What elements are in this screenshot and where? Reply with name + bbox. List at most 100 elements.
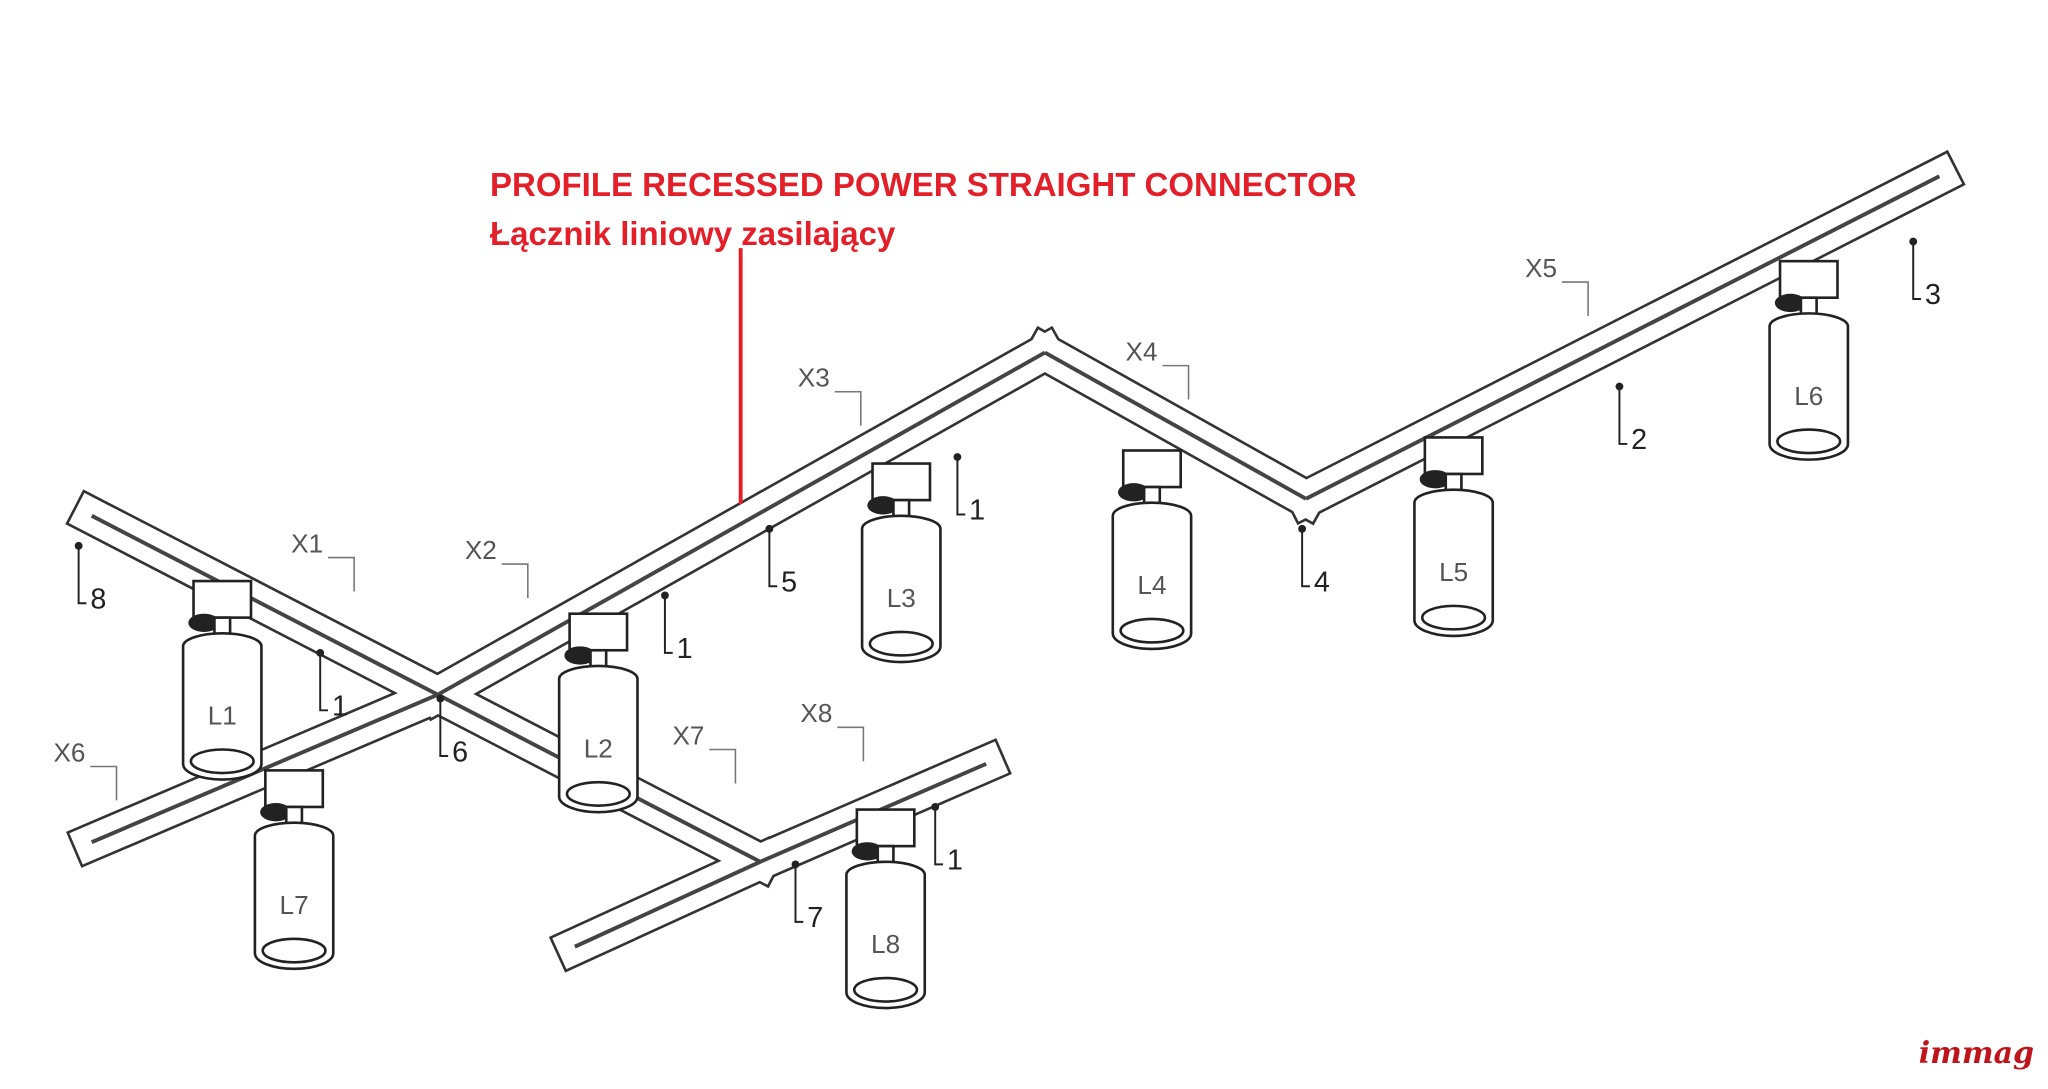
- track-adapter: [264, 769, 325, 809]
- lamp-l7: L7: [253, 769, 335, 971]
- lamp-l4: L4: [1111, 449, 1193, 651]
- adapter-knob: [1118, 483, 1150, 502]
- rail-slot: [574, 860, 762, 949]
- label-leader: [90, 765, 118, 801]
- callout-number: 7: [807, 902, 823, 934]
- callout-leader: [956, 457, 966, 516]
- callout-number: 1: [332, 691, 348, 723]
- callout-leader: [1301, 528, 1310, 588]
- rail-slot: [436, 350, 1046, 697]
- callout-number: 1: [969, 495, 985, 527]
- connector-title: PROFILE RECESSED POWER STRAIGHT CONNECTO…: [490, 160, 1357, 258]
- label-leader: [1561, 281, 1589, 316]
- track-adapter: [1778, 259, 1839, 300]
- label-leader: [837, 726, 865, 762]
- callout-number: 3: [1925, 279, 1941, 311]
- lamp-body: [1111, 501, 1193, 651]
- callout-number: 1: [677, 633, 693, 665]
- callout-leader: [77, 545, 87, 605]
- callout-leader: [1618, 386, 1628, 445]
- track-adapter: [1121, 449, 1182, 489]
- label-leader: [834, 390, 862, 426]
- lamp-l6: L6: [1768, 259, 1850, 461]
- segment-label-x3: X3: [798, 363, 830, 393]
- lamp-body: [181, 631, 263, 781]
- lamp-body: [557, 664, 639, 814]
- title-english: PROFILE RECESSED POWER STRAIGHT CONNECTO…: [490, 166, 1357, 203]
- lamp-body: [845, 860, 927, 1010]
- lamp-label: L8: [871, 929, 900, 959]
- lamp-lens: [189, 748, 255, 775]
- callout-leader: [934, 806, 944, 866]
- callout-leader: [1912, 241, 1922, 300]
- lamp-lens: [1119, 617, 1185, 644]
- adapter-knob: [260, 803, 292, 822]
- adapter-knob: [1419, 470, 1451, 489]
- track-adapter: [1423, 436, 1484, 476]
- lamp-lens: [1420, 604, 1487, 631]
- segment-label-x1: X1: [291, 528, 323, 558]
- lamp-lens: [565, 780, 631, 807]
- callout-number: 8: [90, 583, 106, 615]
- adapter-knob: [188, 613, 220, 632]
- segment-label-x2: X2: [465, 535, 497, 565]
- callouts: 8 1 1 5 1 4 2 3 6 1 7: [74, 237, 1941, 934]
- lamp-l1: L1: [181, 579, 263, 781]
- segment-label-x8: X8: [800, 698, 832, 728]
- callout-leader: [319, 652, 329, 712]
- callout-number: 5: [781, 567, 797, 599]
- lamp-label: L7: [280, 890, 309, 920]
- callout-dot: [661, 591, 669, 600]
- callout-leader: [768, 528, 778, 588]
- segment-label-x4: X4: [1126, 336, 1158, 366]
- callout-number: 1: [947, 845, 963, 877]
- callout-leader: [663, 595, 673, 654]
- callout-number: 2: [1631, 424, 1647, 456]
- adapter-knob: [564, 646, 596, 665]
- callout-number: 4: [1314, 567, 1330, 599]
- lamp-l5: L5: [1413, 436, 1495, 638]
- lamp-label: L4: [1137, 570, 1166, 600]
- label-leader: [501, 563, 529, 599]
- lamp-l2: L2: [557, 612, 639, 814]
- lamp-label: L3: [887, 583, 916, 613]
- lamp-lens: [261, 937, 327, 964]
- callout-number: 6: [452, 736, 468, 768]
- rail-slot: [90, 692, 439, 845]
- lamp-l3: L3: [860, 462, 942, 664]
- segment-label-x7: X7: [672, 720, 704, 750]
- track-rails: [65, 149, 1966, 973]
- label-leader: [328, 556, 355, 592]
- track-adapter: [568, 612, 629, 652]
- label-leader: [709, 748, 737, 784]
- track-adapter: [871, 462, 932, 502]
- immag-logo: immag: [1918, 1036, 2034, 1071]
- lamp-label: L1: [208, 701, 237, 731]
- callout-leader: [439, 698, 449, 758]
- lamp-lens: [1776, 428, 1842, 455]
- lamp-label: L5: [1439, 557, 1468, 587]
- segment-label-x5: X5: [1525, 253, 1557, 283]
- lamp-label: L2: [584, 733, 613, 763]
- lamp-body: [1413, 488, 1495, 638]
- track-adapter: [855, 808, 916, 848]
- rail-slot: [1305, 174, 1941, 501]
- lamp-body: [1768, 312, 1850, 461]
- rail-slot: [1043, 350, 1308, 501]
- rail-slot: [90, 514, 439, 697]
- lamp-label: L6: [1794, 381, 1823, 411]
- adapter-knob: [1774, 293, 1807, 313]
- label-leader: [1162, 364, 1190, 400]
- track-adapter: [192, 579, 253, 619]
- title-polish: Łącznik liniowy zasilający: [490, 215, 896, 252]
- adapter-knob: [867, 496, 899, 515]
- lamp-lens: [852, 976, 919, 1003]
- adapter-knob: [851, 842, 883, 861]
- lamp-body: [253, 821, 335, 971]
- lamp-lens: [868, 630, 934, 657]
- segment-label-x6: X6: [54, 737, 86, 767]
- callout-dot: [931, 803, 940, 811]
